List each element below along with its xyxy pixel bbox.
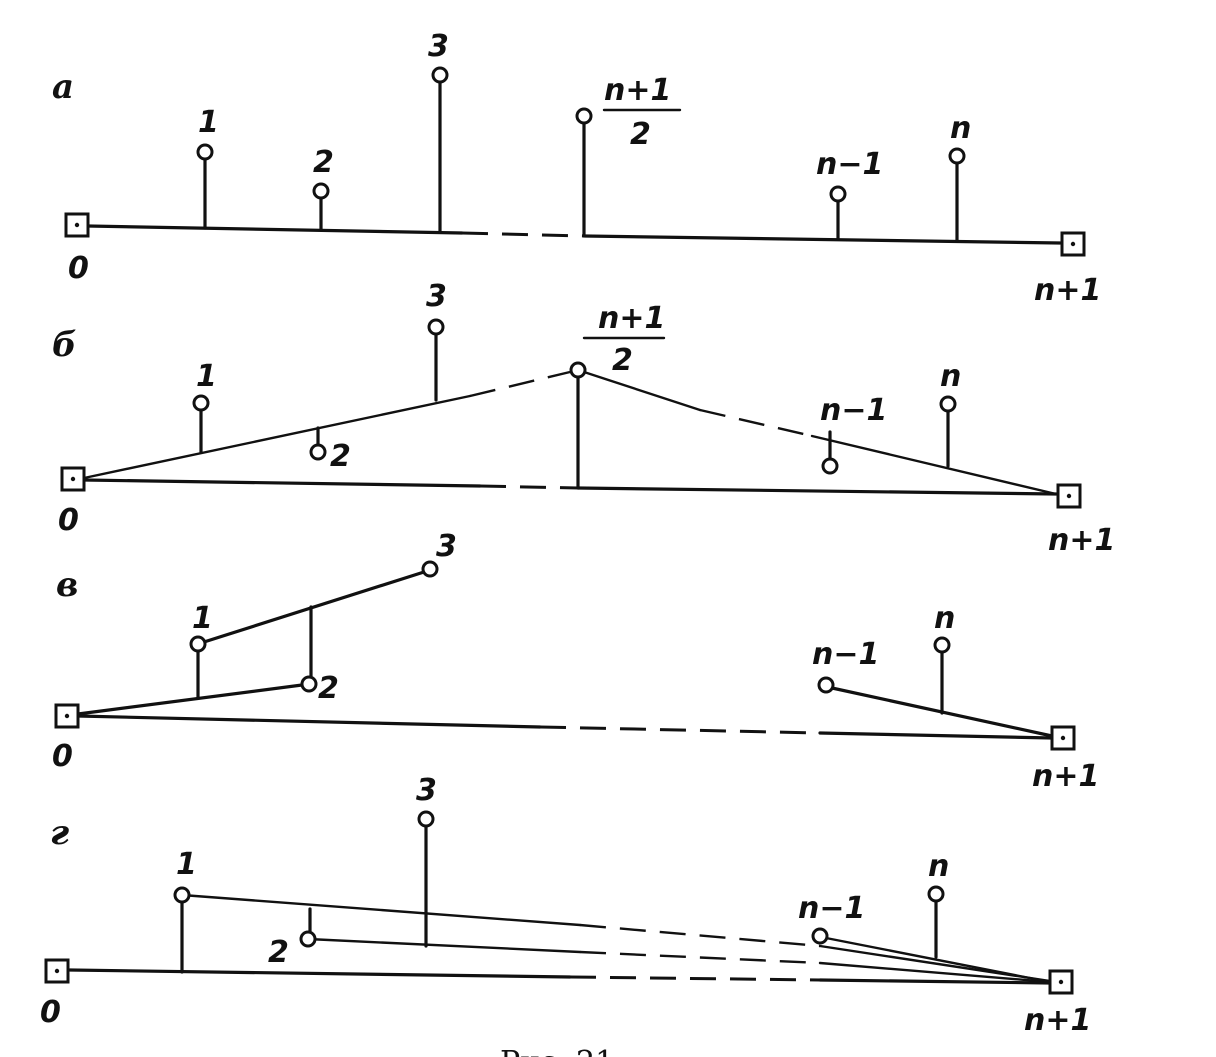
panel-c-right-label: n+1 bbox=[1032, 759, 1099, 794]
panel-c-node-3 bbox=[421, 560, 439, 578]
panel-c-label-3: 3 bbox=[436, 529, 457, 564]
panel-b-label-2: 2 bbox=[330, 439, 351, 474]
panel-c-label-1: 1 bbox=[192, 601, 213, 636]
panel-c-node-n bbox=[933, 636, 951, 654]
panel-b-right-label: n+1 bbox=[1048, 523, 1115, 558]
panel-b-left-label: 0 bbox=[58, 503, 79, 538]
panel-c-label-2: 2 bbox=[318, 671, 339, 706]
panel-b: б 0 n+1 1 2 3 n+1 bbox=[52, 279, 1115, 558]
panel-d-node-3 bbox=[417, 810, 435, 828]
panel-a-node-mid bbox=[575, 107, 593, 125]
panel-d-label-2: 2 bbox=[268, 935, 289, 970]
panel-c-node-n-1 bbox=[817, 676, 835, 694]
panel-a-label-mid-num: n+1 bbox=[604, 73, 671, 108]
panel-b-node-3 bbox=[427, 318, 445, 336]
panel-a-node-n bbox=[948, 147, 966, 165]
panel-a-left-label: 0 bbox=[68, 251, 89, 286]
panel-a-node-3 bbox=[431, 66, 449, 84]
panel-d-right-label: n+1 bbox=[1024, 1003, 1091, 1038]
panel-d-label-n-1: n−1 bbox=[798, 891, 865, 926]
panel-d: г 0 n+1 1 2 3 n−1 n bbox=[40, 773, 1091, 1038]
panel-a-label-mid-den: 2 bbox=[630, 117, 651, 152]
panel-b-node-n-1 bbox=[821, 457, 839, 475]
panel-c: в 0 n+1 1 2 3 n−1 n bbox=[52, 529, 1099, 794]
panel-a: а 0 n+1 1 2 3 n+1 2 n−1 n bbox=[52, 29, 1101, 308]
panel-b-label-mid-num: n+1 bbox=[598, 301, 665, 336]
panel-c-node-1 bbox=[189, 635, 207, 653]
panel-d-node-n bbox=[927, 885, 945, 903]
panel-a-base-gap bbox=[461, 231, 586, 238]
panel-a-label-3: 3 bbox=[428, 29, 449, 64]
panel-b-node-n bbox=[939, 395, 957, 413]
panel-d-label-n: n bbox=[928, 849, 949, 884]
figure-caption: Рис. 21 bbox=[500, 1045, 614, 1057]
panel-b-label-n: n bbox=[940, 359, 961, 394]
panel-c-label-n: n bbox=[934, 601, 955, 636]
panel-a-node-n-1 bbox=[829, 185, 847, 203]
panel-c-letter: в bbox=[56, 565, 78, 605]
panel-a-label-n: n bbox=[950, 111, 971, 146]
panel-b-node-mid bbox=[569, 361, 587, 379]
panel-a-right-label: n+1 bbox=[1034, 273, 1101, 308]
panel-b-label-1: 1 bbox=[196, 359, 217, 394]
panel-b-label-3: 3 bbox=[426, 279, 447, 314]
panel-a-node-2 bbox=[312, 182, 330, 200]
panel-a-label-1: 1 bbox=[198, 105, 219, 140]
panel-a-letter: а bbox=[52, 67, 74, 107]
panel-a-base-line-right bbox=[583, 234, 1062, 245]
panel-d-node-n-1 bbox=[811, 927, 829, 945]
panel-d-label-3: 3 bbox=[416, 773, 437, 808]
panel-d-label-1: 1 bbox=[176, 847, 197, 882]
panel-b-label-n-1: n−1 bbox=[820, 393, 887, 428]
panel-a-base-line bbox=[86, 224, 464, 235]
panel-d-left-label: 0 bbox=[40, 995, 61, 1030]
panel-a-label-2: 2 bbox=[313, 145, 334, 180]
panel-c-label-n-1: n−1 bbox=[812, 637, 879, 672]
panel-d-node-2 bbox=[299, 930, 317, 948]
panel-c-left-label: 0 bbox=[52, 739, 73, 774]
panel-c-node-2 bbox=[300, 675, 318, 693]
panel-b-node-2 bbox=[309, 443, 327, 461]
panel-b-letter: б bbox=[52, 325, 77, 365]
panel-b-label-mid-den: 2 bbox=[612, 343, 633, 378]
panel-d-node-1 bbox=[173, 886, 191, 904]
panel-d-letter: г bbox=[50, 813, 69, 853]
panel-a-node-1 bbox=[196, 143, 214, 161]
panel-b-node-1 bbox=[192, 394, 210, 412]
panel-a-label-n-1: n−1 bbox=[816, 147, 883, 182]
